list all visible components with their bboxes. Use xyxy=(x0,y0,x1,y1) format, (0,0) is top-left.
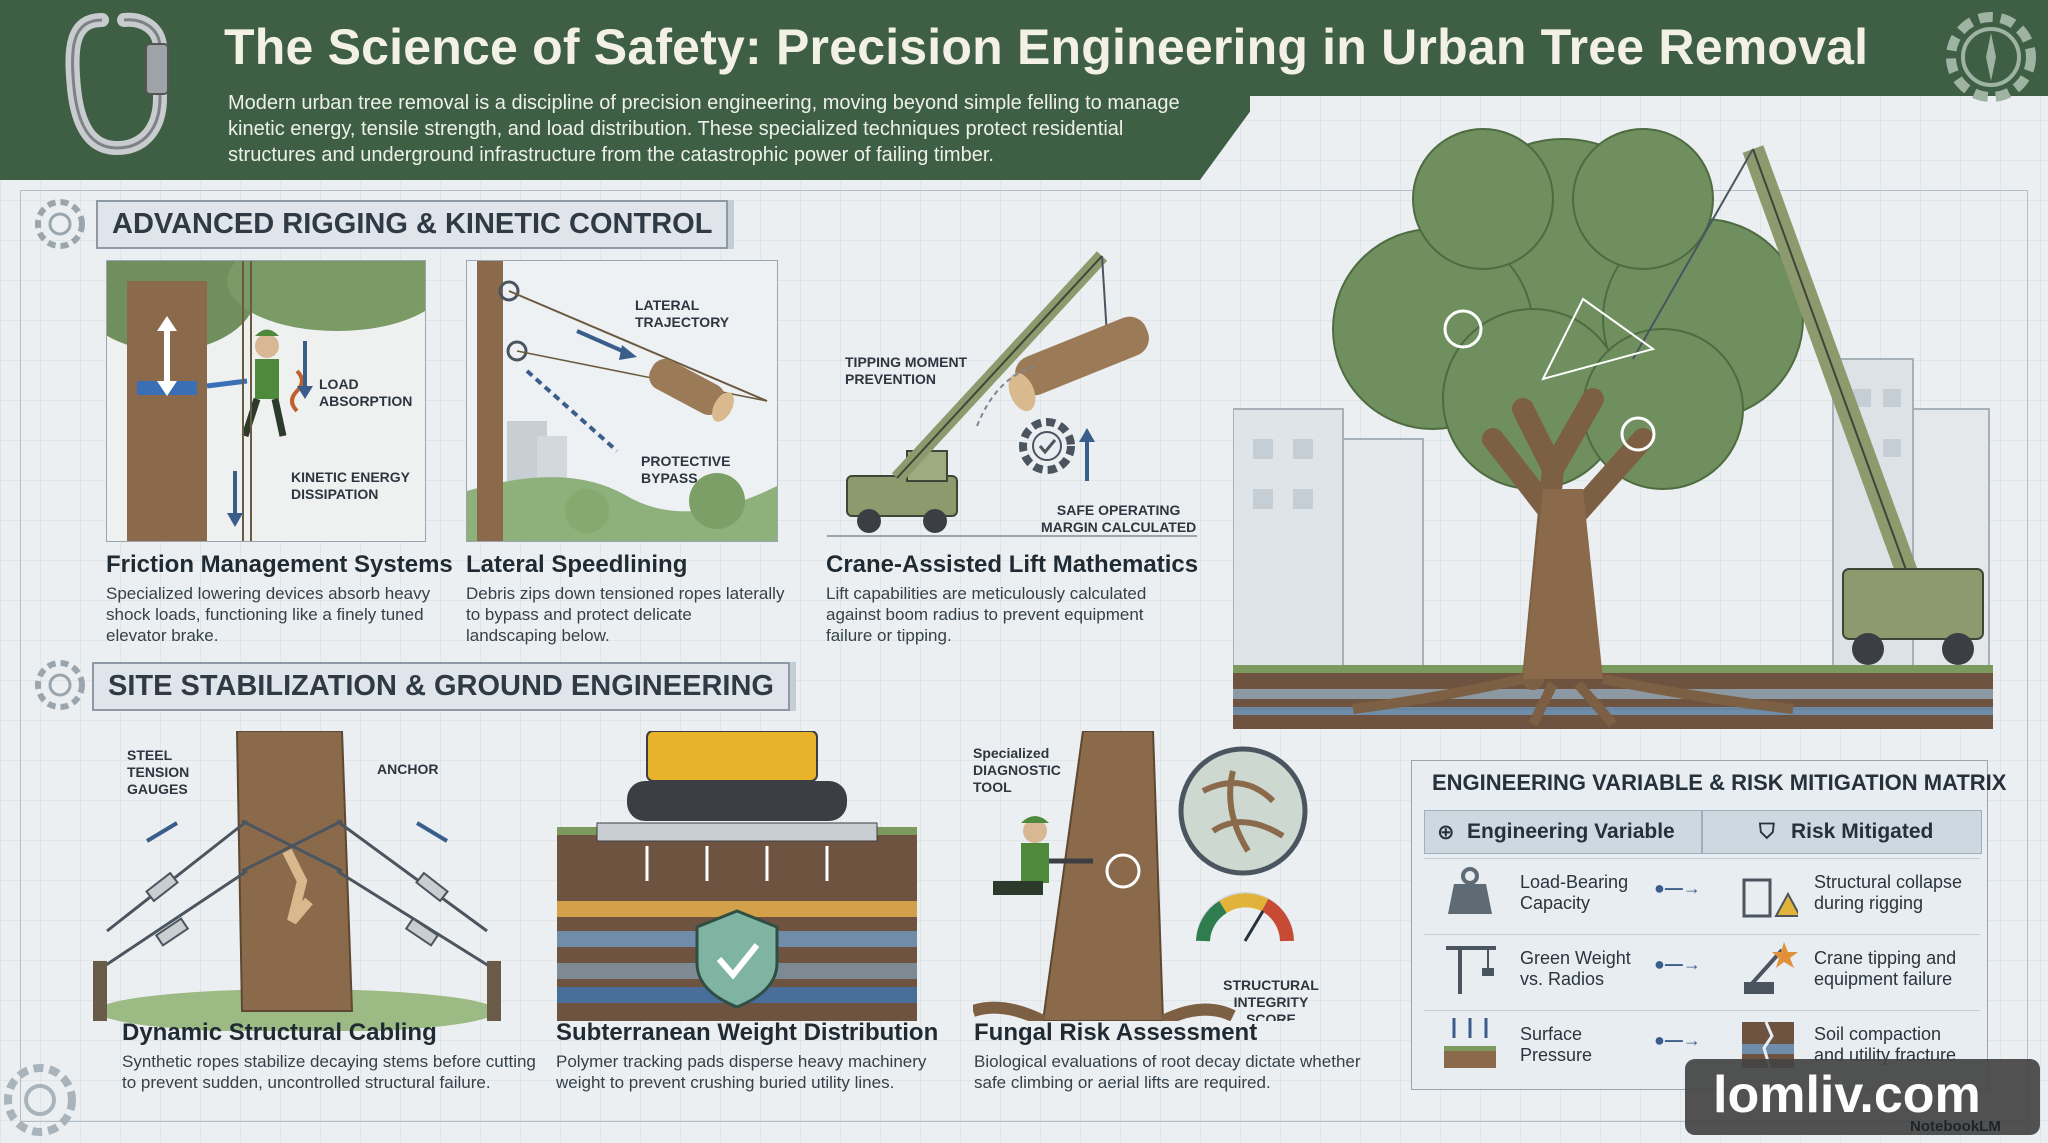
matrix-risk-1: Structural collapse during rigging xyxy=(1814,872,1963,913)
panel-cabling-illustration: STEEL TENSION GAUGES ANCHOR xyxy=(86,730,508,1032)
matrix-row xyxy=(1424,858,1980,931)
section-gear-icon xyxy=(35,660,85,710)
panel-title-cabling: Dynamic Structural Cabling xyxy=(122,1019,437,1046)
header-band xyxy=(1200,0,2048,96)
panel-title-subterranean: Subterranean Weight Distribution xyxy=(556,1019,939,1046)
matrix-header-variable: ⊕ Engineering Variable xyxy=(1424,810,1702,854)
panel-desc-fungal: Biological evaluations of root decay dic… xyxy=(974,1052,1361,1092)
section-title-stabilization: SITE STABILIZATION & GROUND ENGINEERING xyxy=(92,662,790,711)
panel-speedlining-illustration: LATERAL TRAJECTORY PROTECTIVE BYPASS xyxy=(466,260,778,542)
panel-desc-speedlining: Debris zips down tensioned ropes lateral… xyxy=(466,584,785,645)
carabiner-icon xyxy=(65,12,169,156)
credit-label: NotebookLM xyxy=(1910,1118,2001,1135)
crane-illustration xyxy=(827,251,1197,537)
label-structural-integrity: STRUCTURAL INTEGRITY SCORE xyxy=(1223,977,1319,1022)
label-steel-tension-gauges: STEEL TENSION GAUGES xyxy=(127,747,190,797)
panel-desc-crane: Lift capabilities are meticulously calcu… xyxy=(826,584,1147,645)
label-safe-margin: SAFE OPERATING MARGIN CALCULATED xyxy=(1041,502,1197,535)
panel-desc-subterranean: Polymer tracking pads disperse heavy mac… xyxy=(556,1052,927,1092)
panel-title-speedlining: Lateral Speedlining xyxy=(466,551,688,578)
label-tipping-moment: TIPPING MOMENT PREVENTION xyxy=(845,354,968,387)
header-banner xyxy=(0,0,1250,180)
weight-icon xyxy=(1448,867,1492,914)
label-diagnostic-tool: Specialized DIAGNOSTIC TOOL xyxy=(973,745,1061,795)
matrix-row xyxy=(1424,1010,1980,1083)
matrix-risk-2: Crane tipping and equipment failure xyxy=(1814,948,1957,989)
section-gear-icon xyxy=(35,199,85,249)
matrix-variable-2: Green Weight vs. Radios xyxy=(1520,948,1631,989)
page-title: The Science of Safety: Precision Enginee… xyxy=(224,19,1869,75)
col-variable-label: Engineering Variable xyxy=(1467,820,1675,843)
crane-icon xyxy=(1446,946,1496,994)
matrix-header-risk: ⛉ Risk Mitigated xyxy=(1702,810,1982,854)
friction-illustration xyxy=(107,261,425,541)
fungal-illustration xyxy=(973,731,1308,1021)
row-arrow-icon: ●―→ xyxy=(1654,954,1701,974)
subterranean-illustration xyxy=(557,731,917,1021)
shield-icon: ⛉ xyxy=(1759,820,1775,843)
panel-friction-illustration: LOAD ABSORPTION KINETIC ENERGY DISSIPATI… xyxy=(106,260,426,542)
label-load-absorption: LOAD ABSORPTION xyxy=(319,376,413,409)
cabling-illustration xyxy=(93,731,501,1031)
tipping-crane-icon xyxy=(1744,942,1798,994)
label-lateral-trajectory: LATERAL TRAJECTORY xyxy=(635,297,730,330)
col-risk-label: Risk Mitigated xyxy=(1791,820,1934,843)
label-kinetic-dissipation: KINETIC ENERGY DISSIPATION xyxy=(291,469,411,502)
crosshair-icon: ⊕ xyxy=(1437,821,1455,844)
speedlining-illustration xyxy=(467,261,777,541)
panel-title-friction: Friction Management Systems xyxy=(106,551,453,578)
outer-frame xyxy=(20,190,2028,1122)
hero-tree-crane-illustration xyxy=(1232,108,1994,730)
panel-desc-friction: Specialized lowering devices absorb heav… xyxy=(106,584,431,645)
pressure-arrows-icon xyxy=(1444,1018,1496,1068)
row-arrow-icon: ●―→ xyxy=(1654,1030,1701,1050)
panel-title-crane: Crane-Assisted Lift Mathematics xyxy=(826,551,1199,578)
hero-illustration xyxy=(1233,128,1993,729)
panel-desc-cabling: Synthetic ropes stabilize decaying stems… xyxy=(122,1052,536,1092)
row-arrow-icon: ●―→ xyxy=(1654,878,1701,898)
matrix-variable-1: Load-Bearing Capacity xyxy=(1520,872,1629,913)
panel-title-fungal: Fungal Risk Assessment xyxy=(974,1019,1258,1046)
matrix-row xyxy=(1424,934,1980,1007)
panel-crane-illustration: TIPPING MOMENT PREVENTION SAFE OPERATING… xyxy=(826,245,1198,542)
intro-text: Modern urban tree removal is a disciplin… xyxy=(228,92,1180,166)
panel-fungal-illustration: Specialized DIAGNOSTIC TOOL STRUCTURAL I… xyxy=(972,730,1334,1022)
label-protective-bypass: PROTECTIVE BYPASS xyxy=(641,453,731,486)
panel-subterranean-illustration xyxy=(556,730,918,1022)
watermark-text: lomliv.com xyxy=(1713,1066,1981,1124)
matrix-title: ENGINEERING VARIABLE & RISK MITIGATION M… xyxy=(1432,770,2007,795)
gear-icon xyxy=(4,1064,76,1136)
compass-gear-icon xyxy=(1946,12,2036,102)
section-title-rigging: ADVANCED RIGGING & KINETIC CONTROL xyxy=(96,200,729,249)
collapse-warning-icon xyxy=(1742,878,1798,918)
matrix-variable-3: Surface Pressure xyxy=(1520,1024,1593,1065)
watermark-badge: lomliv.com xyxy=(1685,1059,2040,1135)
label-anchor: ANCHOR xyxy=(377,761,439,777)
